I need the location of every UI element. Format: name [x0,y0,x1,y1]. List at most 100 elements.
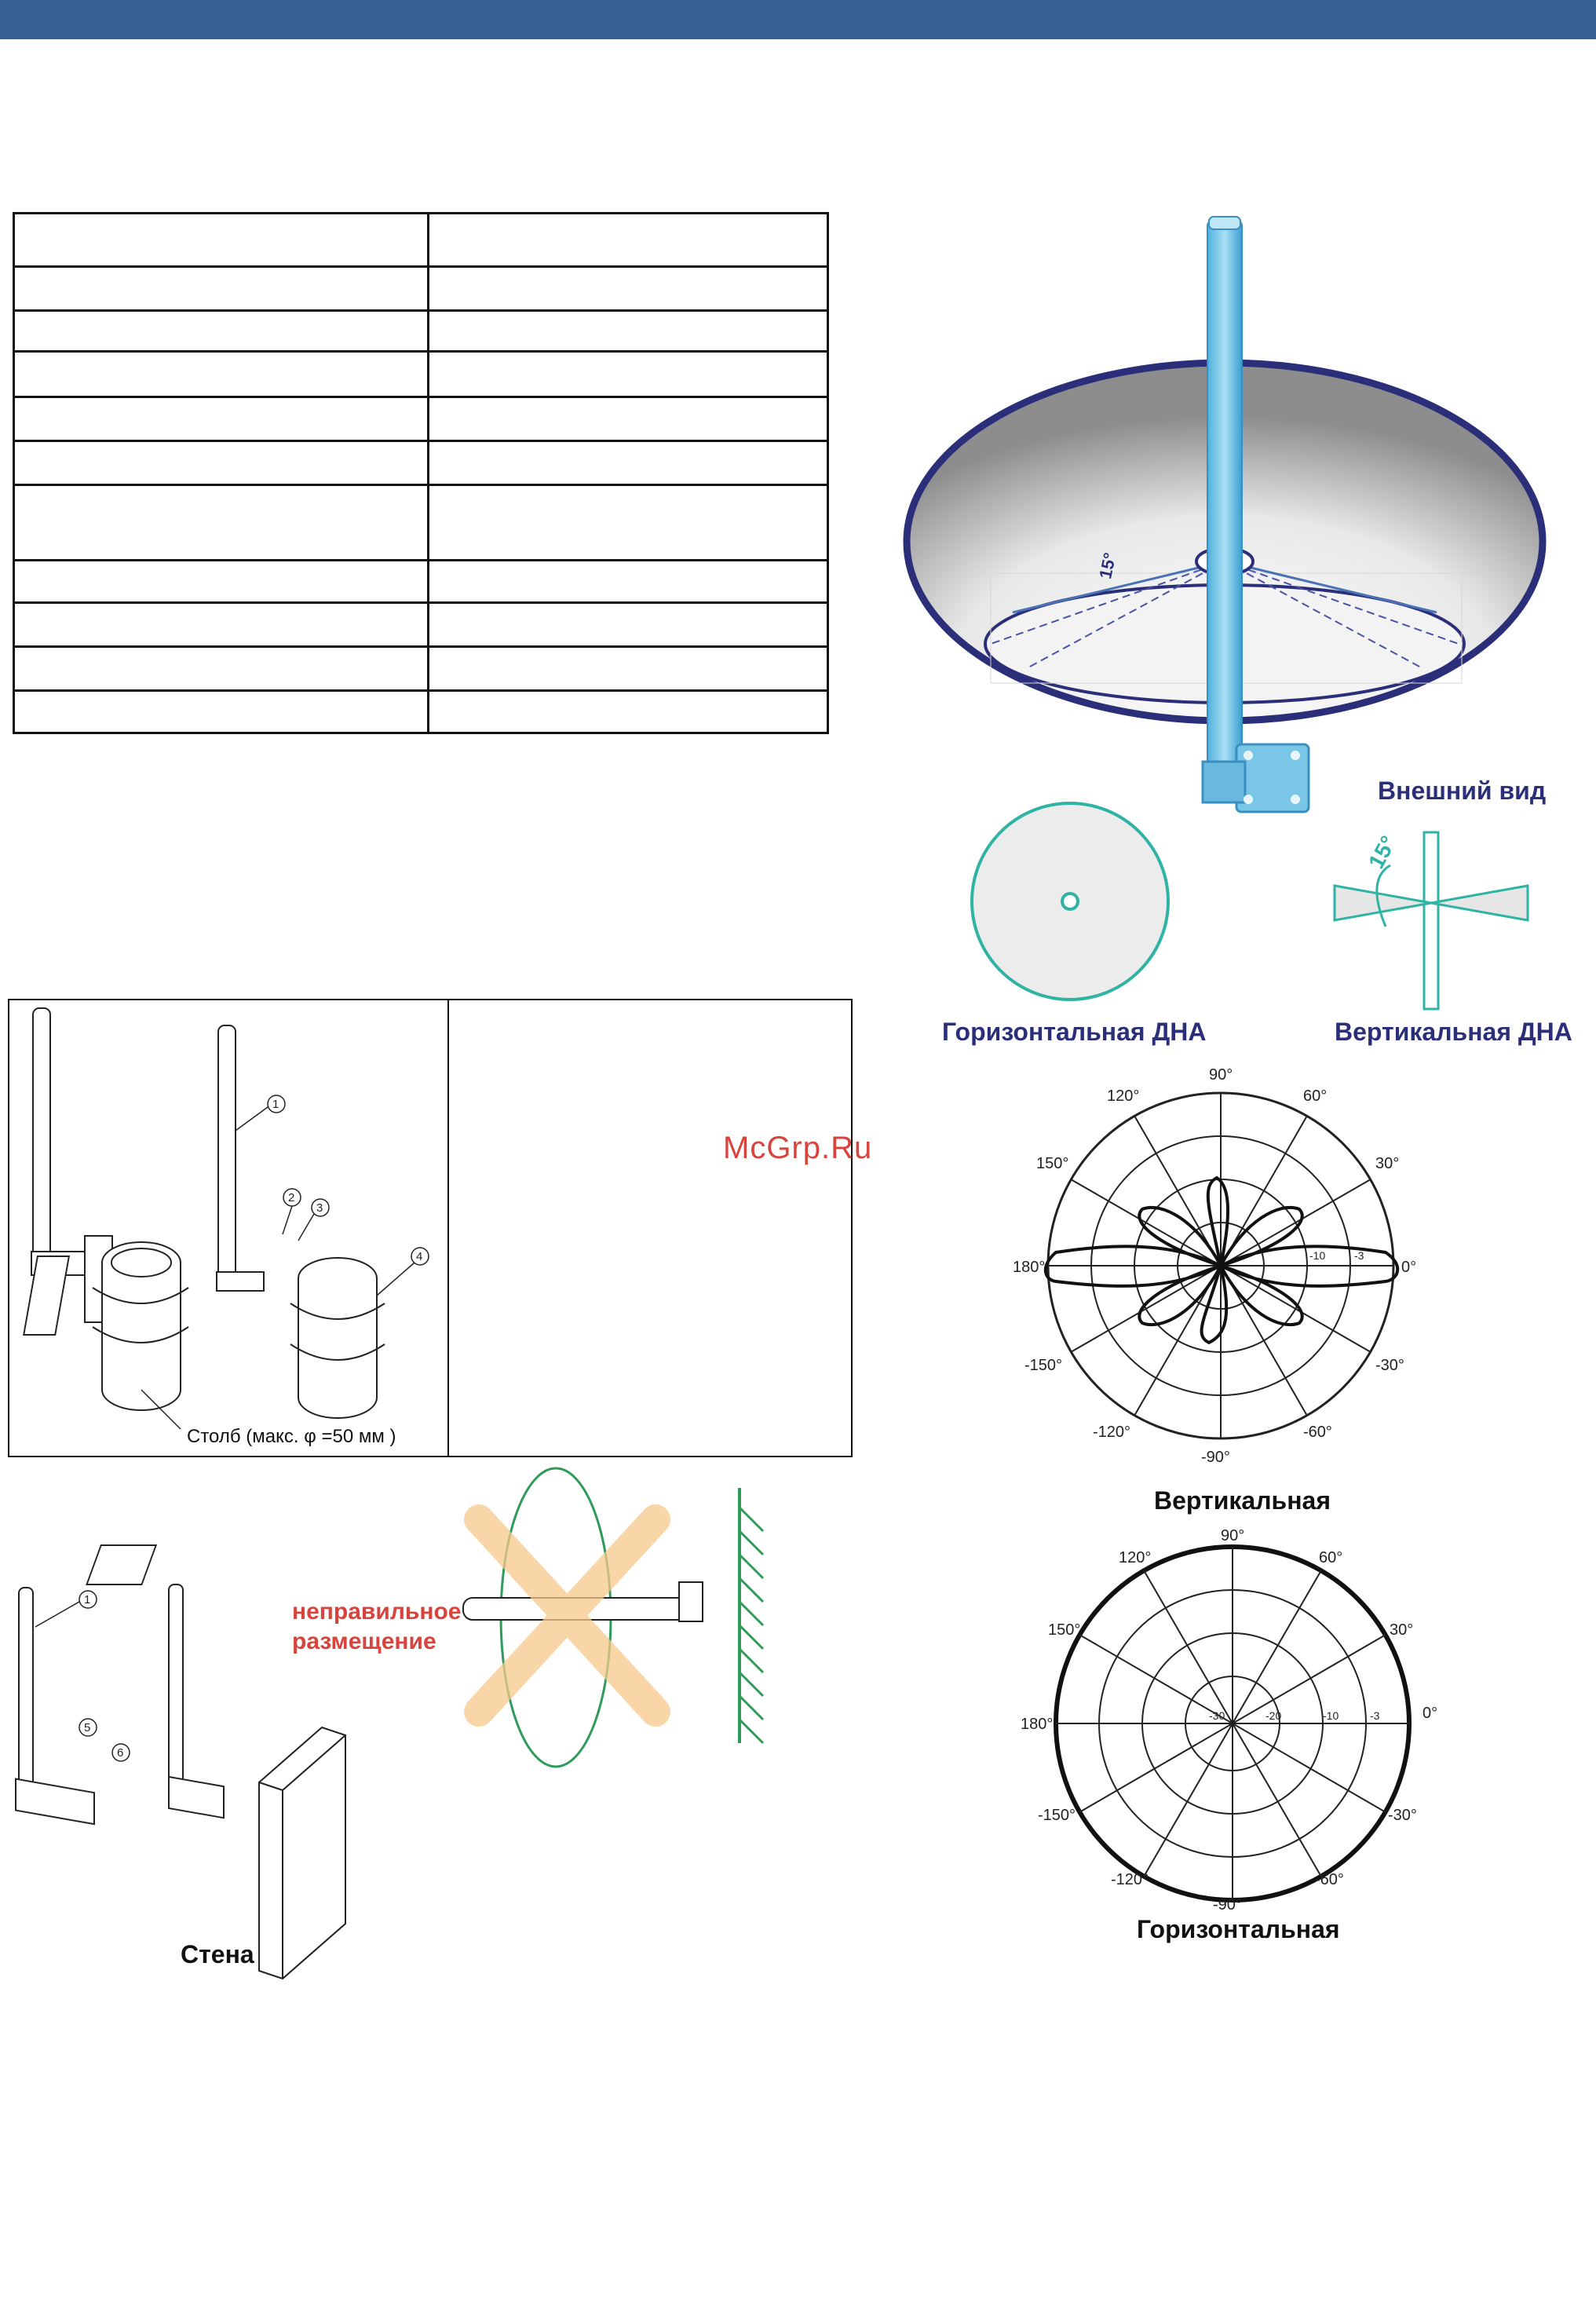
callout-2: 2 [288,1191,294,1204]
angle-label-30: 30° [1375,1155,1399,1172]
angle-label-90: 90° [1221,1527,1244,1544]
table-cell [427,440,829,486]
v-angle-label: 15° [1364,832,1401,872]
table-row [13,601,829,648]
table-cell [427,689,829,734]
ring-label: -3 [1354,1249,1364,1262]
angle-label-m150: -150° [1038,1807,1076,1824]
table-cell [13,265,429,312]
antenna-illustration: 15° Внешний вид [903,216,1547,813]
header-bar [0,0,1596,39]
pole-caption: Столб (макс. φ =50 мм ) [187,1426,396,1447]
polar-horizontal-title: Горизонтальная [1137,1915,1340,1943]
table-cell [427,484,829,561]
vertical-pattern-lobes [1043,1175,1400,1345]
table-cell [427,212,829,268]
angle-label-60: 60° [1303,1087,1327,1105]
angle-label-0: 0° [1423,1705,1437,1722]
table-row [13,265,829,312]
polar-vertical-title: Вертикальная [1154,1486,1331,1515]
table-cell [13,309,429,353]
table-cell [13,440,429,486]
angle-label-30: 30° [1390,1621,1413,1639]
h-pattern-schematic: Горизонтальная ДНА [942,802,1206,1046]
table-cell [13,484,429,561]
table-row [13,350,829,398]
angle-label-m120: -120° [1111,1871,1149,1888]
ring-label: -10 [1309,1249,1325,1262]
table-cell [427,645,829,692]
angle-label-90: 90° [1209,1066,1233,1084]
angle-label-m90: -90° [1201,1449,1230,1466]
table-cell [13,350,429,398]
bracket-icon [1201,743,1310,813]
v-pattern-label: Вертикальная ДНА [1335,1018,1572,1046]
table-cell [427,601,829,648]
table-cell [427,559,829,604]
angle-label-m60: -60° [1315,1871,1344,1888]
angle-label-60: 60° [1319,1549,1342,1566]
callout-5: 5 [84,1721,90,1734]
pole-mount-drawing: 1 2 3 4 Столб (макс. φ =50 мм ) [23,1007,429,1447]
angle-label-m30: -30° [1388,1807,1417,1824]
table-cell [13,645,429,692]
ring-label: -20 [1265,1709,1281,1722]
watermark: McGrp.Ru [723,1131,873,1165]
callout-3: 3 [316,1201,323,1215]
angle-label-0: 0° [1401,1259,1416,1276]
wrong-label-line2: размещение [292,1628,436,1654]
table-cell [427,396,829,442]
table-row [13,440,829,486]
table-cell [13,601,429,648]
angle-label-120: 120° [1119,1549,1151,1566]
ring-label: -10 [1323,1709,1339,1722]
angle-label-m30: -30° [1375,1357,1404,1374]
cross-icon [464,1504,670,1727]
angle-label-180: 180° [1021,1716,1053,1733]
table-row [13,309,829,353]
table-cell [427,309,829,353]
angle-label-150: 150° [1048,1621,1080,1639]
spec-table [13,212,829,734]
angle-label-m60: -60° [1303,1424,1332,1441]
wall-block [258,1726,346,1980]
callout-4: 4 [416,1250,422,1263]
ring-label: -3 [1370,1709,1380,1722]
table-row [13,645,829,692]
h-pattern-label: Горизонтальная ДНА [942,1018,1206,1046]
v-pattern-schematic: 15° Вертикальная ДНА [1333,831,1572,1046]
antenna-pole [1207,219,1243,786]
ring-label: -30 [1209,1709,1225,1722]
notes-box [447,999,853,1457]
table-cell [13,212,429,268]
table-cell [427,350,829,398]
angle-label-180: 180° [1013,1259,1045,1276]
polar-horizontal: 90° 60° 30° 0° -30° -60° -90° -120° -150… [1021,1527,1437,1943]
table-row [13,484,829,561]
table-cell [13,559,429,604]
table-row [13,689,829,734]
angle-label-150: 150° [1036,1155,1068,1172]
angle-label-m90: -90° [1213,1896,1242,1913]
callout-1: 1 [272,1098,279,1111]
table-row [13,559,829,604]
bracket-icon [86,1544,703,1622]
polar-vertical: 90° 60° 30° 0° -30° -60° -90° -120° -150… [1013,1066,1416,1515]
wrong-label-line1: неправильное [292,1599,461,1625]
angle-label-m150: -150° [1024,1357,1062,1374]
table-cell [13,689,429,734]
pipe-icon [92,1241,189,1411]
table-cell [13,396,429,442]
wrong-placement-drawing: неправильное размещение [86,1467,765,1768]
table-row [13,396,829,442]
wall-hatch [738,1506,765,1745]
wall-caption: Стена [181,1940,254,1968]
pipe-icon [290,1257,385,1419]
table-cell [427,265,829,312]
angle-label-120: 120° [1107,1087,1139,1105]
callout-6: 6 [117,1746,123,1760]
callout-1: 1 [84,1593,90,1606]
wall-mount-drawing: 1 5 6 Стена [15,1584,346,1980]
view-label: Внешний вид [1378,777,1546,805]
